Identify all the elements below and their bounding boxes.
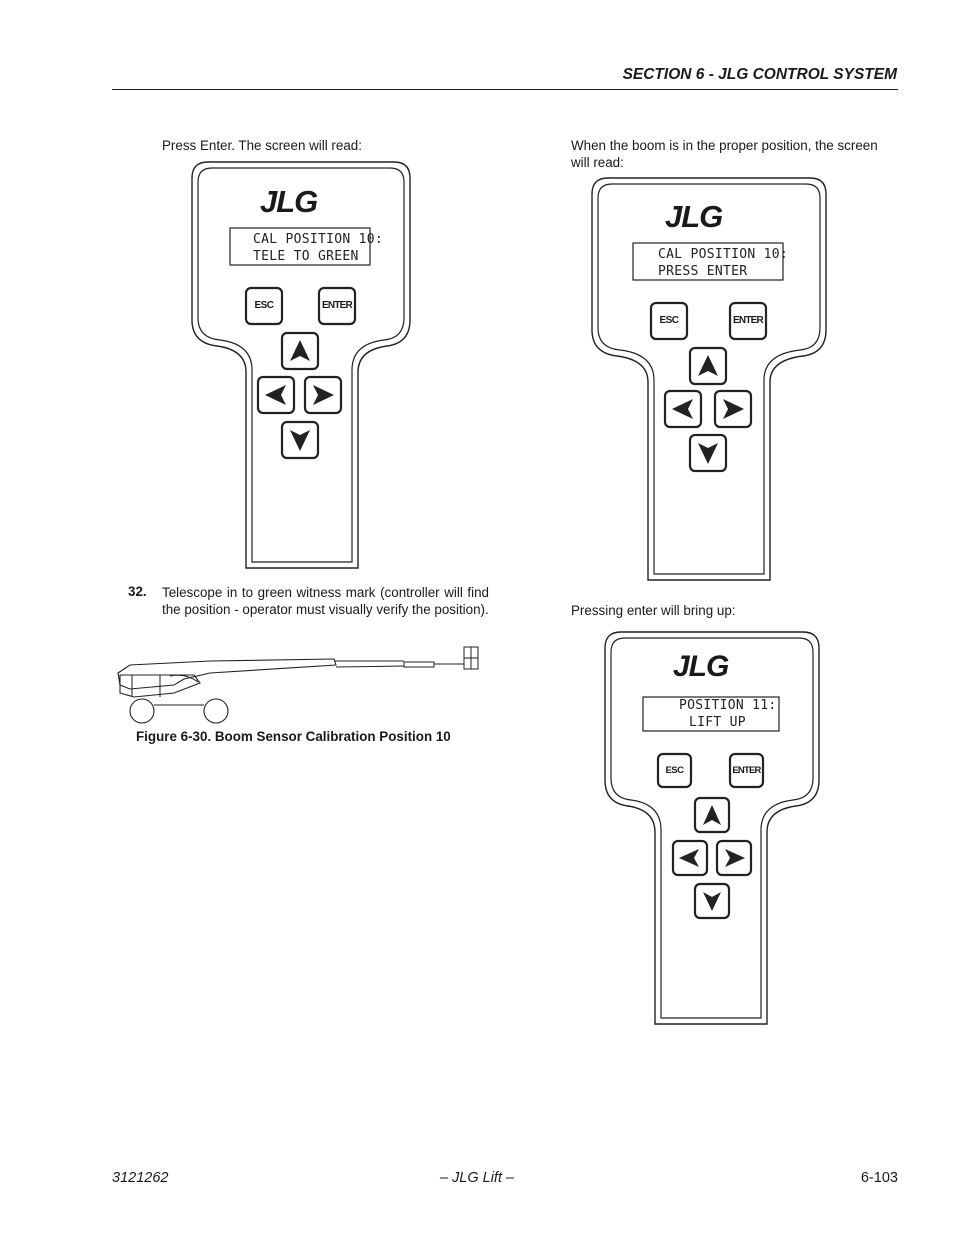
enter-button[interactable]: ENTER: [322, 300, 353, 311]
step-text: Telescope in to green witness mark (cont…: [162, 585, 489, 617]
pendant-outline: [591, 177, 827, 581]
esc-button[interactable]: ESC: [659, 315, 679, 326]
intro-text-right: When the boom is in the proper position,…: [571, 138, 878, 170]
footer-page-number: 6-103: [860, 1170, 898, 1186]
esc-button[interactable]: ESC: [665, 765, 684, 776]
lcd-line-2: PRESS ENTER: [658, 264, 748, 279]
jlg-logo: JLG: [260, 184, 318, 219]
arrow-down-icon: [698, 443, 718, 464]
esc-button[interactable]: ESC: [254, 300, 274, 311]
lcd-line-2: TELE TO GREEN: [253, 249, 359, 264]
lcd-line-1: POSITION 11:: [679, 698, 777, 713]
arrow-right-icon: [313, 385, 334, 405]
intro-text-left: Press Enter. The screen will read:: [162, 138, 362, 153]
arrow-up-icon: [703, 805, 721, 825]
header-divider: [112, 89, 898, 90]
lcd-line-1: CAL POSITION 10:: [253, 232, 384, 247]
figure-caption: Figure 6-30. Boom Sensor Calibration Pos…: [136, 729, 451, 744]
step-number: 32.: [128, 584, 147, 599]
pendant-outline: [604, 631, 820, 1025]
boom-illustration: [114, 645, 484, 725]
arrow-up-icon: [698, 355, 718, 376]
arrow-left-icon: [679, 849, 699, 867]
arrow-right-icon: [725, 849, 745, 867]
enter-button[interactable]: ENTER: [733, 315, 764, 326]
jlg-logo: JLG: [665, 199, 723, 234]
footer-center-text: – JLG Lift –: [439, 1170, 515, 1186]
section-title: SECTION 6 - JLG CONTROL SYSTEM: [622, 66, 897, 83]
lcd-line-2: LIFT UP: [689, 715, 746, 730]
controller-2: JLG CAL POSITION 10: PRESS ENTER ESC ENT…: [590, 176, 828, 584]
arrow-up-icon: [290, 340, 310, 361]
arrow-left-icon: [672, 399, 693, 419]
lcd-line-1: CAL POSITION 10:: [658, 247, 789, 262]
second-intro-text: Pressing enter will bring up:: [571, 603, 736, 618]
arrow-down-icon: [703, 892, 721, 911]
controller-3: JLG POSITION 11: LIFT UP ESC ENTER: [603, 630, 821, 1028]
arrow-right-icon: [723, 399, 744, 419]
footer-doc-number: 3121262: [112, 1170, 169, 1186]
enter-button[interactable]: ENTER: [732, 765, 761, 776]
arrow-left-icon: [265, 385, 286, 405]
jlg-logo: JLG: [673, 650, 729, 683]
controller-1: JLG CAL POSITION 10: TELE TO GREEN ESC E…: [190, 160, 412, 572]
pendant-outline: [191, 161, 411, 569]
arrow-down-icon: [290, 430, 310, 451]
